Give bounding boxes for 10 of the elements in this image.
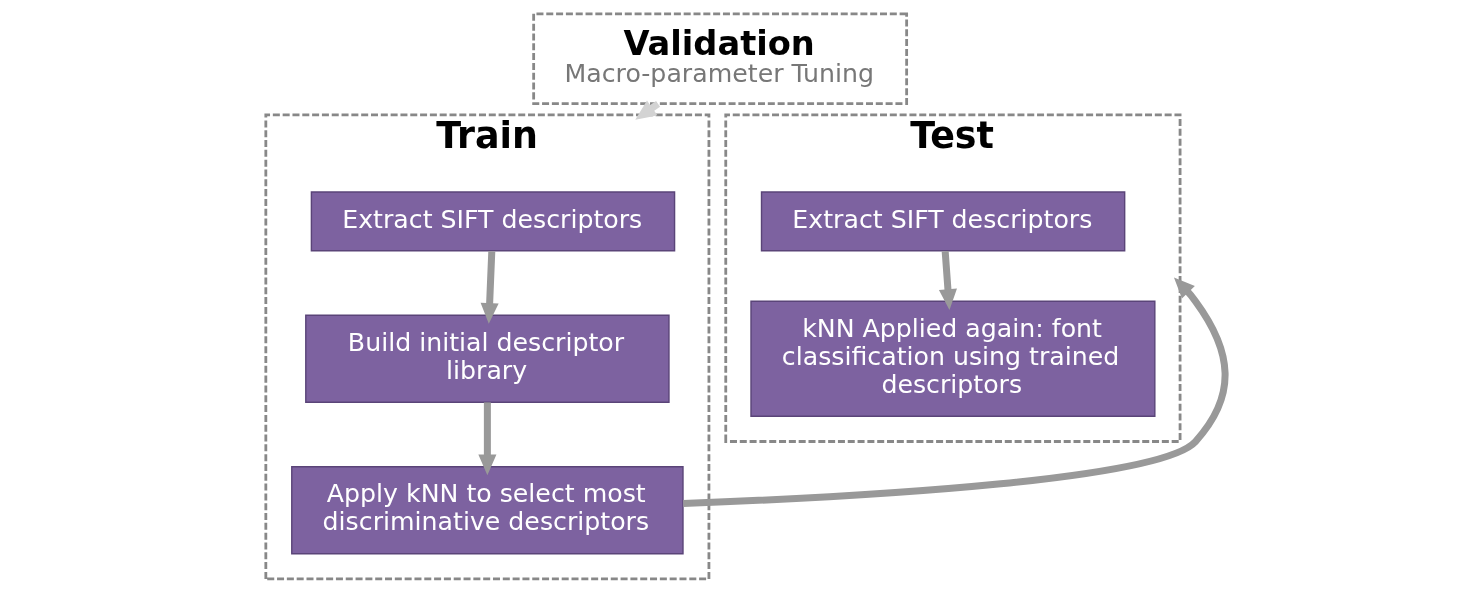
node-box: Apply kNN to select most discriminative descriptors	[290, 466, 684, 555]
node-box: Validation Macro-parameter Tuning	[531, 12, 908, 105]
node-box: Build initial descriptor library	[304, 314, 670, 403]
node-box: Extract SIFT descriptors	[760, 191, 1125, 252]
node-box: Extract SIFT descriptors	[310, 191, 675, 252]
arrow	[480, 251, 499, 324]
arrow	[682, 277, 1229, 507]
arrow	[938, 251, 957, 310]
node-box: kNN Applied again: font classification using trained descriptors	[749, 300, 1156, 417]
arrow	[477, 402, 496, 476]
